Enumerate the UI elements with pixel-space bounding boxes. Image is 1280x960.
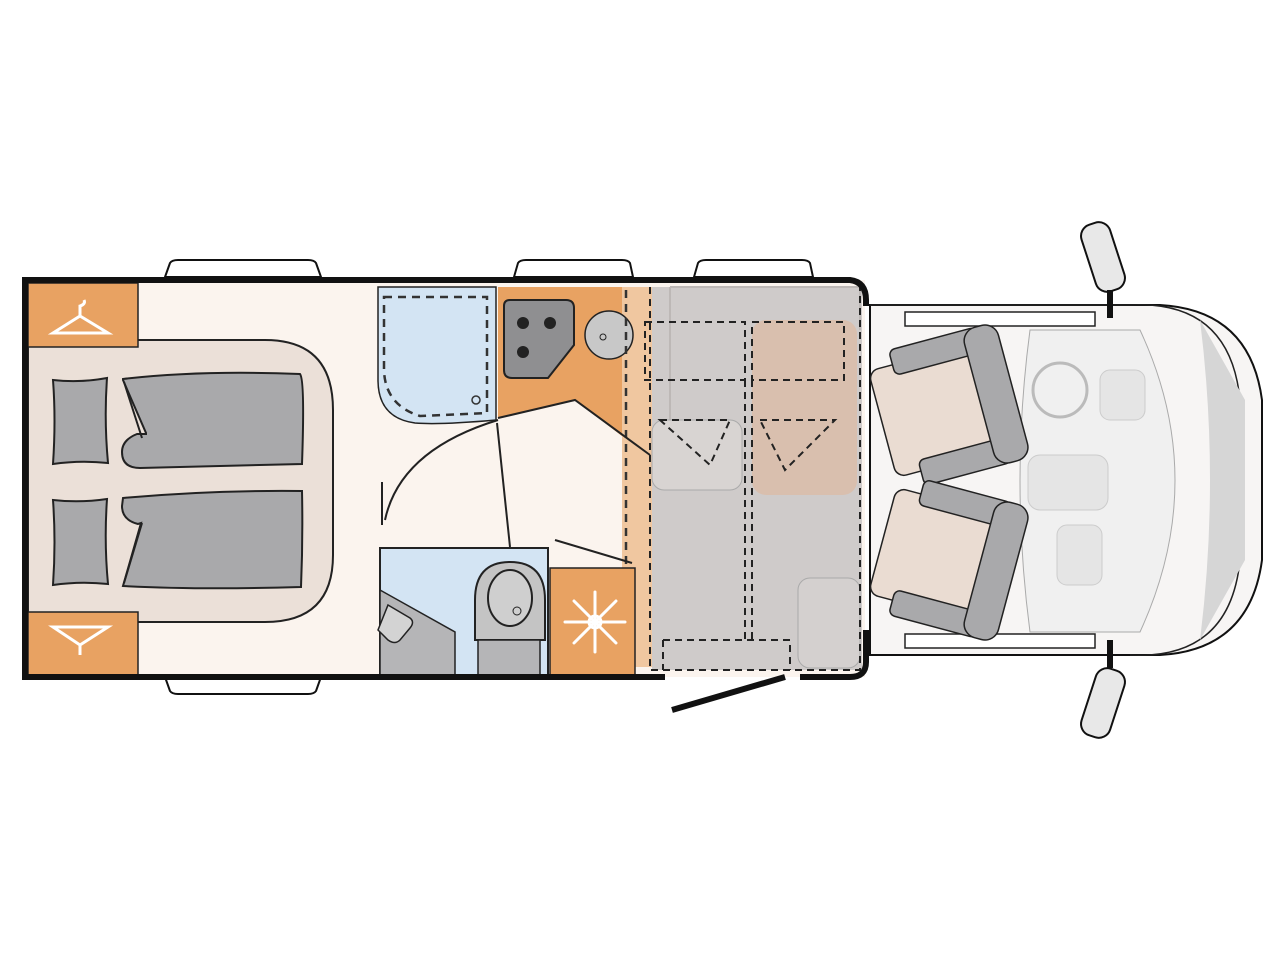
pillow bbox=[51, 376, 110, 466]
snowflake-icon bbox=[563, 590, 627, 654]
hanger-icon bbox=[48, 625, 114, 655]
steering-wheel-icon bbox=[1031, 361, 1089, 419]
duvet bbox=[120, 371, 305, 470]
washbasin-icon bbox=[377, 603, 414, 644]
duvet bbox=[120, 489, 304, 590]
sink-icon bbox=[584, 310, 634, 360]
double-bed bbox=[51, 371, 305, 590]
window bbox=[692, 259, 815, 278]
wardrobe-top[interactable] bbox=[27, 282, 139, 348]
windows bbox=[163, 259, 815, 695]
driver-seat[interactable] bbox=[864, 322, 1031, 492]
washroom[interactable] bbox=[377, 547, 549, 678]
fridge[interactable] bbox=[549, 567, 636, 678]
walls bbox=[22, 277, 869, 680]
pillow bbox=[51, 497, 110, 587]
door-icon[interactable] bbox=[671, 674, 786, 713]
passenger-seat[interactable] bbox=[864, 473, 1031, 643]
window bbox=[163, 259, 323, 278]
swivel-seat-icon bbox=[869, 480, 1029, 641]
kitchen-edge bbox=[384, 398, 651, 521]
dinette[interactable] bbox=[644, 286, 862, 671]
shower[interactable] bbox=[377, 286, 497, 425]
mirror-icon bbox=[1080, 667, 1126, 739]
window bbox=[512, 259, 635, 278]
hanger-icon bbox=[47, 299, 114, 335]
door-swing bbox=[381, 422, 633, 564]
mirrors bbox=[1080, 221, 1126, 739]
swivel-seat-icon bbox=[869, 324, 1029, 485]
wardrobe-bottom[interactable] bbox=[27, 611, 139, 678]
mirror-icon bbox=[1080, 221, 1126, 293]
window bbox=[163, 676, 323, 695]
